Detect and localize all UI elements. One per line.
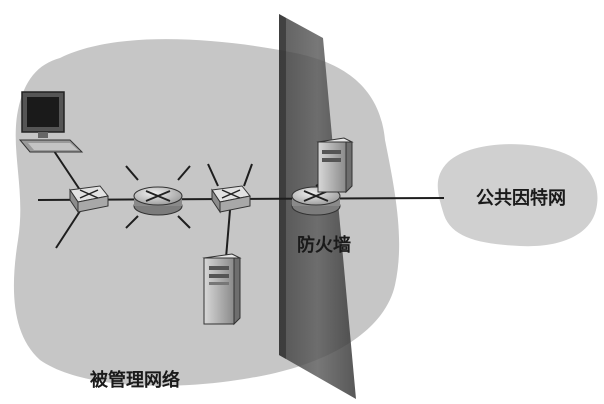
firewall-wall-edge (279, 14, 286, 359)
public-internet-cloud (437, 144, 598, 247)
desktop-computer-icon (18, 91, 84, 153)
firewall-label: 防火墙 (297, 234, 351, 256)
server-icon (316, 137, 354, 194)
link-switch2-up (207, 163, 219, 187)
link-router1-down (125, 215, 139, 229)
link-switch2-up2 (243, 163, 253, 187)
link-pc-switch (51, 147, 81, 191)
managed-network-label: 被管理网络 (90, 369, 180, 391)
router-icon (133, 186, 183, 216)
switch-icon (211, 185, 251, 214)
link-switch2-server (225, 209, 231, 259)
switch-icon (69, 185, 109, 214)
server-icon (202, 253, 242, 326)
link-router1-down2 (177, 215, 191, 229)
public-internet-label: 公共因特网 (476, 187, 566, 209)
link-switch1-down (55, 207, 83, 249)
link-router1-up2 (177, 165, 191, 181)
link-router1-up (125, 165, 139, 181)
